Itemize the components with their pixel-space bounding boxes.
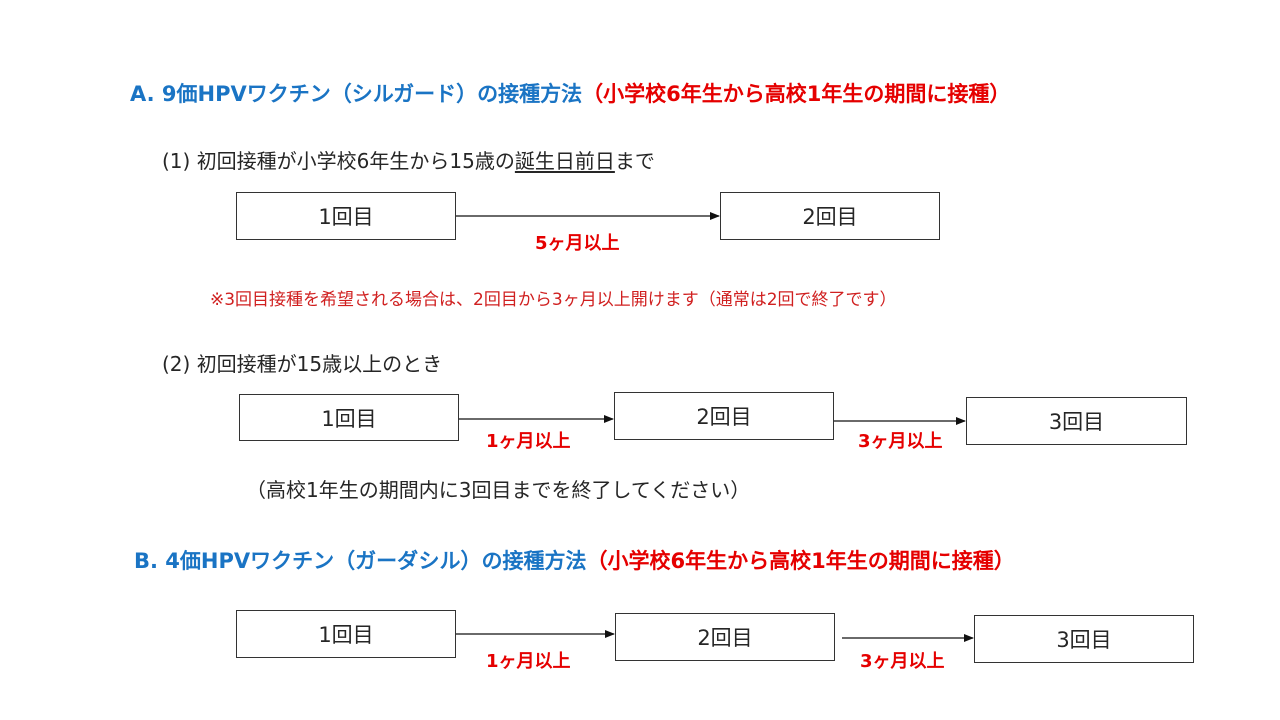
section-b-title-period: （小学校6年生から高校1年生の期間に接種）	[586, 549, 1015, 573]
section-a-title-main: A. 9価HPVワクチン（シルガード）の接種方法	[130, 82, 583, 106]
case2-dose2-box: 2回目	[614, 392, 834, 440]
section-b-title: B. 4価HPVワクチン（ガーダシル）の接種方法（小学校6年生から高校1年生の期…	[134, 545, 1015, 575]
b-dose3-label: 3回目	[1056, 628, 1112, 652]
b-dose2-box: 2回目	[615, 613, 835, 661]
b-dose3-box: 3回目	[974, 615, 1194, 663]
case1-dose2-label: 2回目	[802, 205, 858, 229]
b-interval2: 3ヶ月以上	[860, 651, 945, 672]
case2-interval2: 3ヶ月以上	[858, 431, 943, 452]
case1-dose1-label: 1回目	[318, 205, 374, 229]
b-dose2-label: 2回目	[697, 626, 753, 650]
case2-dose3-label: 3回目	[1048, 410, 1105, 434]
b-dose1-label: 1回目	[318, 623, 374, 647]
section-a-title: A. 9価HPVワクチン（シルガード）の接種方法（小学校6年生から高校1年生の期…	[130, 78, 1010, 108]
case2-dose1-box: 1回目	[239, 394, 459, 441]
case2-dose3-box: 3回目	[966, 397, 1187, 445]
case1-interval1: 5ヶ月以上	[535, 233, 620, 254]
case1-dose1-box: 1回目	[236, 192, 456, 240]
case2-dose1-label: 1回目	[321, 406, 377, 431]
b-dose1-box: 1回目	[236, 610, 456, 658]
section-a-title-period: （小学校6年生から高校1年生の期間に接種）	[582, 82, 1011, 106]
case1-label-underlined: 誕生日前日	[514, 149, 615, 173]
b-interval1: 1ヶ月以上	[486, 651, 571, 672]
section-b-title-main: B. 4価HPVワクチン（ガーダシル）の接種方法	[134, 549, 587, 573]
case2-dose2-label: 2回目	[696, 405, 752, 429]
case1-label: (1) 初回接種が小学校6年生から15歳の誕生日前日まで	[162, 145, 655, 174]
case1-note: ※3回目接種を希望される場合は、2回目から3ヶ月以上開けます（通常は2回で終了で…	[210, 290, 897, 310]
case1-label-suffix: まで	[614, 149, 655, 173]
case2-interval1: 1ヶ月以上	[486, 431, 571, 452]
case2-label: (2) 初回接種が15歳以上のとき	[162, 352, 443, 376]
case1-dose2-box: 2回目	[720, 192, 940, 240]
case1-label-prefix: (1) 初回接種が小学校6年生から15歳の	[162, 149, 515, 173]
case2-note: （高校1年生の期間内に3回目までを終了してください）	[246, 478, 751, 502]
